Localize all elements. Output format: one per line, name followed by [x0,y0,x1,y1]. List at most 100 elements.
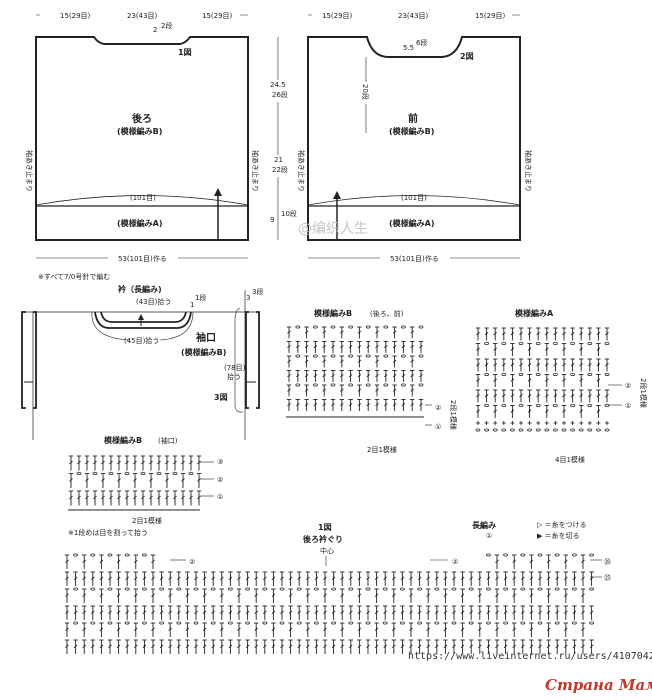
double-crochet-stitch [180,490,186,506]
chain-stitch [159,587,165,591]
double-crochet-stitch [493,327,498,341]
double-crochet-stitch [271,622,276,637]
cuff-pick: (78目) [224,364,246,372]
double-crochet-stitch [107,571,113,586]
chain-stitch [312,383,318,387]
chain-stitch [348,354,354,358]
double-crochet-stitch [279,639,285,654]
double-crochet-stitch [501,327,506,341]
chain-stitch [520,553,526,557]
double-crochet-stitch [262,639,267,654]
double-crochet-stitch [116,588,121,603]
chain-stitch [262,621,268,625]
double-crochet-stitch [426,639,431,654]
chain-stitch [313,587,319,591]
double-crochet-stitch [92,455,98,471]
back-neck-rows: 2段 [161,21,172,30]
double-crochet-stitch [211,639,216,654]
assembly-diagram: ※すべて7/0号針で編む 衿（長編み) (43目)拾う 1 1段 (45目)拾う… [21,272,263,440]
double-crochet-stitch [82,605,87,620]
double-crochet-stitch [443,605,448,620]
chart-b-row-1: ① [435,423,441,431]
chain-stitch [518,341,524,345]
double-crochet-stitch [84,455,90,471]
double-crochet-stitch [443,622,448,637]
double-crochet-stitch [469,571,474,586]
double-crochet-stitch [286,384,292,397]
front-side-label-left: 袖あき止まり [297,150,306,192]
chain-stitch [589,553,594,557]
back-bottom-dim: 53(101目)作る [118,254,167,263]
double-crochet-stitch [580,639,586,654]
double-crochet-stitch [254,588,259,603]
chart-a-row-2: ② [625,382,631,390]
double-crochet-stitch [475,343,481,356]
double-crochet-stitch [374,571,379,586]
double-crochet-stitch [410,341,415,353]
double-crochet-stitch [133,639,138,654]
chain-stitch [589,621,594,625]
double-crochet-stitch [164,490,170,506]
chart-a-repeat: 4目1模様 [555,455,585,464]
figure-3-label: 3図 [214,393,228,402]
double-crochet-stitch [73,571,78,586]
chain-stitch [400,354,406,358]
double-crochet-stitch [150,639,156,654]
lower-dim: 21 [274,156,283,164]
front-dim-right: 15(29目) [475,12,506,20]
chain-stitch [383,354,389,358]
double-crochet-stitch [410,355,415,368]
double-crochet-stitch [570,358,575,372]
double-crochet-stitch [527,343,532,356]
front-neck-rows-20: 20段 [361,84,370,100]
double-crochet-stitch [219,639,224,654]
double-crochet-stitch [572,571,577,586]
double-crochet-stitch [176,639,181,654]
chart-cuff-subtitle: (袖口) [158,436,178,445]
cuff-label: 袖口 [195,331,216,344]
chain-stitch [587,428,593,432]
single-crochet-stitch [544,421,549,425]
double-crochet-stitch [219,571,224,586]
chain-stitch [484,372,490,376]
double-crochet-stitch [339,326,344,339]
double-crochet-stitch [510,327,515,341]
chain-stitch [172,471,178,475]
double-crochet-stitch [305,622,310,637]
band-rows: 10段 [281,209,297,218]
double-crochet-stitch [501,358,506,372]
double-crochet-stitch [168,588,173,603]
double-crochet-stitch [313,399,318,411]
front-side-label-right: 袖あき止まり [524,150,533,192]
chain-stitch [570,428,575,432]
chain-stitch [279,621,285,625]
double-crochet-stitch [322,622,328,637]
double-crochet-stitch [529,639,534,654]
double-crochet-stitch [544,343,549,356]
chain-stitch [365,383,371,387]
chain-stitch [210,621,216,625]
chain-stitch [570,341,575,345]
chain-stitch [484,428,490,432]
chain-stitch [537,621,543,625]
double-crochet-stitch [236,571,242,586]
double-crochet-stitch [313,341,318,353]
chain-stitch [475,428,481,432]
double-crochet-stitch [279,605,285,620]
collar-mark-2: ② [452,558,458,566]
double-crochet-stitch [305,639,310,654]
double-crochet-stitch [262,571,267,586]
double-crochet-stitch [579,358,584,372]
chain-stitch [295,354,301,358]
double-crochet-stitch [357,399,362,411]
double-crochet-stitch [348,571,353,586]
double-crochet-stitch [164,455,170,471]
double-crochet-stitch [288,571,293,586]
double-crochet-stitch [180,455,186,471]
chain-stitch [90,621,96,625]
double-crochet-stitch [391,622,396,637]
chain-stitch [527,428,532,432]
double-crochet-stitch [596,358,601,372]
double-crochet-stitch [339,341,344,353]
double-crochet-stitch [322,399,327,411]
